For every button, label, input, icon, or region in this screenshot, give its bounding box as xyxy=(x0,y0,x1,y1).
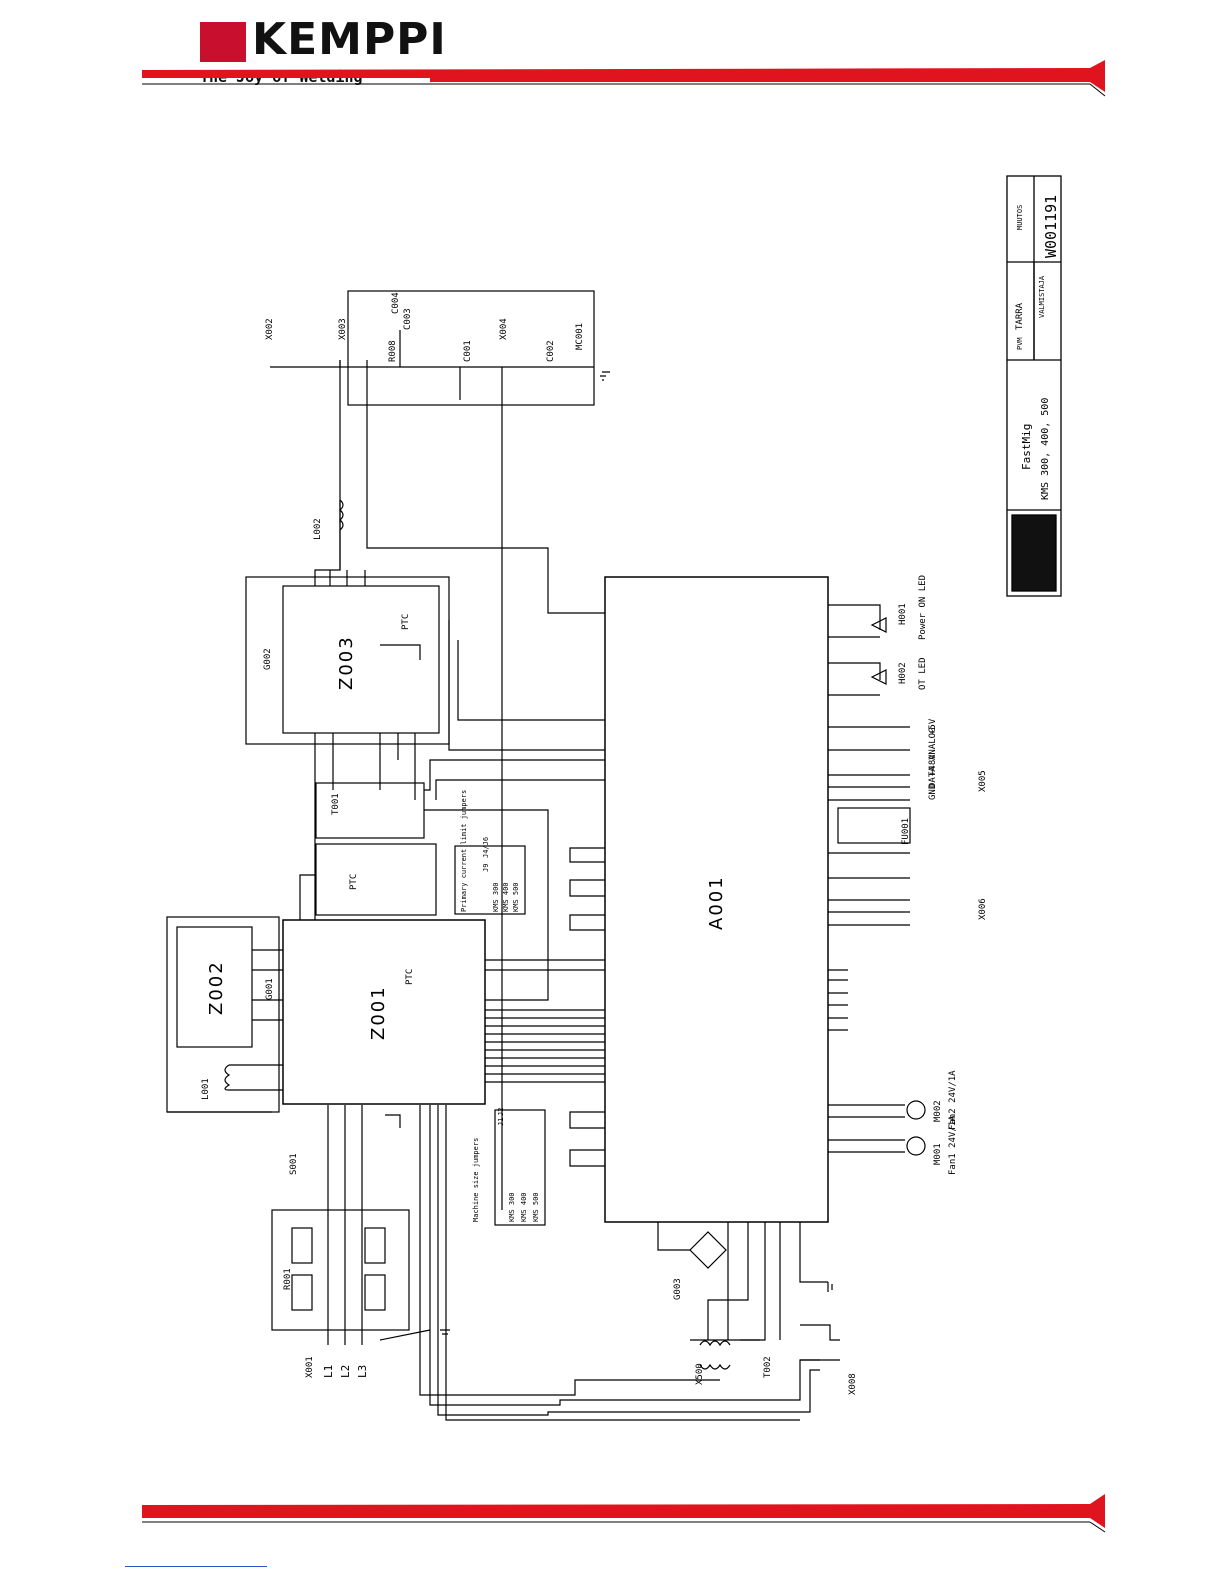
footer-link-underline xyxy=(125,1566,267,1567)
label-fu001: FU001 xyxy=(901,818,911,845)
label-g002: G002 xyxy=(263,648,273,670)
component-labels: A001 Z001 Z002 Z003 G001 G002 L001 L002 … xyxy=(201,292,988,1395)
label-fan2: Fan2 24V/1A xyxy=(948,1070,958,1130)
label-x004: X004 xyxy=(499,318,509,340)
label-g001: G001 xyxy=(265,978,275,1000)
primary-jumper-header-1: J4/J6 xyxy=(482,837,490,858)
primary-jumper-row-0: KMS 300 xyxy=(492,882,500,912)
primary-jumper-title: Primary current limit jumpers xyxy=(460,790,468,912)
label-ptc-z003: PTC xyxy=(401,614,411,630)
label-mains-l3: L3 xyxy=(356,1365,369,1378)
label-r001: R001 xyxy=(283,1268,293,1290)
label-s001: S001 xyxy=(289,1153,299,1175)
label-pin-analog: ANALOG xyxy=(928,727,938,760)
label-c004: C004 xyxy=(391,292,401,314)
label-l001: L001 xyxy=(201,1078,211,1100)
title-drawing-number: W001191 xyxy=(1042,195,1060,258)
title-field-0: TARRA xyxy=(1015,302,1025,330)
label-x001: X001 xyxy=(305,1356,315,1378)
machine-jumper-row-0: KMS 300 xyxy=(508,1192,516,1222)
primary-jumper-row-2: KMS 500 xyxy=(512,882,520,912)
label-z001: Z001 xyxy=(368,985,389,1040)
primary-jumper-row-1: KMS 400 xyxy=(502,882,510,912)
primary-jumper-header-0: J9 xyxy=(482,864,490,872)
machine-jumper-title: Machine size jumpers xyxy=(472,1138,480,1222)
kemppi-logo-mark xyxy=(200,22,246,62)
title-field-1: MUUTOS xyxy=(1016,205,1024,230)
machine-jumper-header-1: J2 xyxy=(497,1108,505,1116)
wiring xyxy=(166,290,926,1421)
label-c002: C002 xyxy=(546,340,556,362)
label-ot-led: OT LED xyxy=(918,657,928,690)
footer-bar xyxy=(142,1494,1106,1533)
brand-name: KEMPPI xyxy=(252,14,447,65)
label-mc001: MC001 xyxy=(575,323,585,350)
label-pin-48v: +48V xyxy=(928,754,938,776)
title-block xyxy=(1006,175,1062,597)
label-a001: A001 xyxy=(706,875,727,930)
machine-jumper-header-0: J1 xyxy=(497,1118,505,1126)
machine-jumper-row-2: KMS 500 xyxy=(532,1192,540,1222)
label-m002: M002 xyxy=(933,1100,943,1122)
title-field-2: VALMISTAJA xyxy=(1038,275,1046,318)
label-c001: C001 xyxy=(463,340,473,362)
machine-jumper-row-1: KMS 400 xyxy=(520,1192,528,1222)
header-bar xyxy=(142,60,1106,97)
label-ptc-rt001: PTC xyxy=(349,874,359,890)
title-models: KMS 300, 400, 500 xyxy=(1040,398,1051,500)
label-x008: X008 xyxy=(848,1373,858,1395)
label-r008: R008 xyxy=(388,340,398,362)
label-z002: Z002 xyxy=(206,960,227,1015)
label-pin-5v: +5V xyxy=(928,718,938,735)
label-x006: X006 xyxy=(978,898,988,920)
label-h002: H002 xyxy=(898,662,908,684)
label-g003: G003 xyxy=(673,1278,683,1300)
label-l002: L002 xyxy=(313,518,323,540)
label-x500: X500 xyxy=(695,1363,705,1385)
label-pin-data: DATA xyxy=(928,766,938,788)
label-fan1: Fan1 24V/1A xyxy=(948,1115,958,1175)
label-z003: Z003 xyxy=(336,635,357,690)
label-t001: T001 xyxy=(331,793,341,815)
title-field-3: PVM xyxy=(1016,337,1024,350)
label-x005: X005 xyxy=(978,770,988,792)
label-x003: X003 xyxy=(338,318,348,340)
label-pin-gnd: GND xyxy=(928,784,938,800)
title-product: FastMig xyxy=(1020,424,1033,470)
label-x002: X002 xyxy=(265,318,275,340)
label-h001: H001 xyxy=(898,603,908,625)
label-power-led: Power ON LED xyxy=(918,575,928,640)
label-t002: T002 xyxy=(763,1356,773,1378)
label-m001: M001 xyxy=(933,1143,943,1165)
label-mains-l2: L2 xyxy=(339,1365,352,1378)
label-mains-l1: L1 xyxy=(322,1365,335,1378)
label-ptc-z001: PTC xyxy=(405,969,415,985)
label-c003: C003 xyxy=(403,308,413,330)
